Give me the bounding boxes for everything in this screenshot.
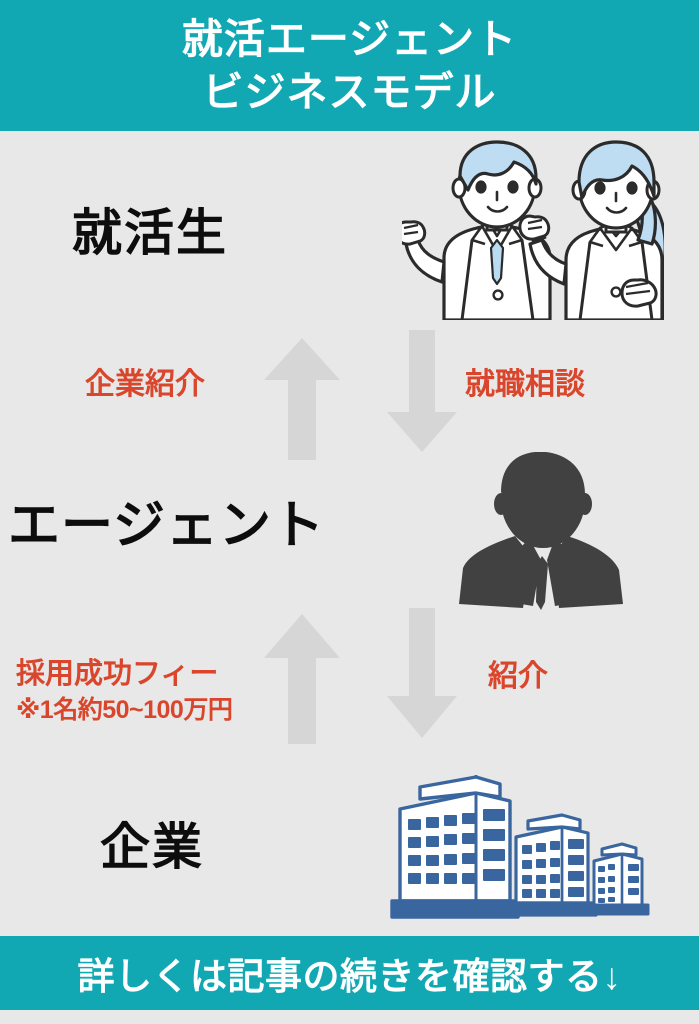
students-illustration <box>402 140 664 320</box>
office-buildings-illustration <box>390 775 650 919</box>
arrow-up-icon-agent-from-company <box>264 614 340 744</box>
arrow-down-icon-agent-to-company <box>387 608 457 738</box>
bottom-strip <box>0 1010 699 1024</box>
header-title-line-2: ビジネスモデル <box>202 68 497 115</box>
header-bar: 就活エージェント ビジネスモデル <box>0 0 699 131</box>
header-title-line-1: 就活エージェント <box>181 16 518 63</box>
node-label-company: 企業 <box>100 819 204 875</box>
flow-label-job-consultation: 就職相談 <box>465 368 585 401</box>
male-student-figure <box>402 140 552 320</box>
cta-label: 詳しくは記事の続きを確認する↓ <box>77 956 622 997</box>
female-student-figure <box>518 140 664 320</box>
cta-banner[interactable]: 詳しくは記事の続きを確認する↓ <box>0 936 699 1010</box>
arrow-down-icon-students-to-agent <box>387 330 457 452</box>
flow-label-company-introduction: 企業紹介 <box>85 368 205 401</box>
flow-label-success-fee: 採用成功フィー ※1名約50~100万円 <box>16 658 233 725</box>
arrow-up-icon-students-from-agent <box>264 338 340 460</box>
node-label-students: 就活生 <box>72 205 228 261</box>
success-fee-main: 採用成功フィー <box>16 658 219 690</box>
flow-label-referral: 紹介 <box>488 660 548 693</box>
node-label-agent: エージェント <box>8 497 325 555</box>
success-fee-note: ※1名約50~100万円 <box>16 696 233 725</box>
agent-silhouette-illustration <box>459 452 623 610</box>
